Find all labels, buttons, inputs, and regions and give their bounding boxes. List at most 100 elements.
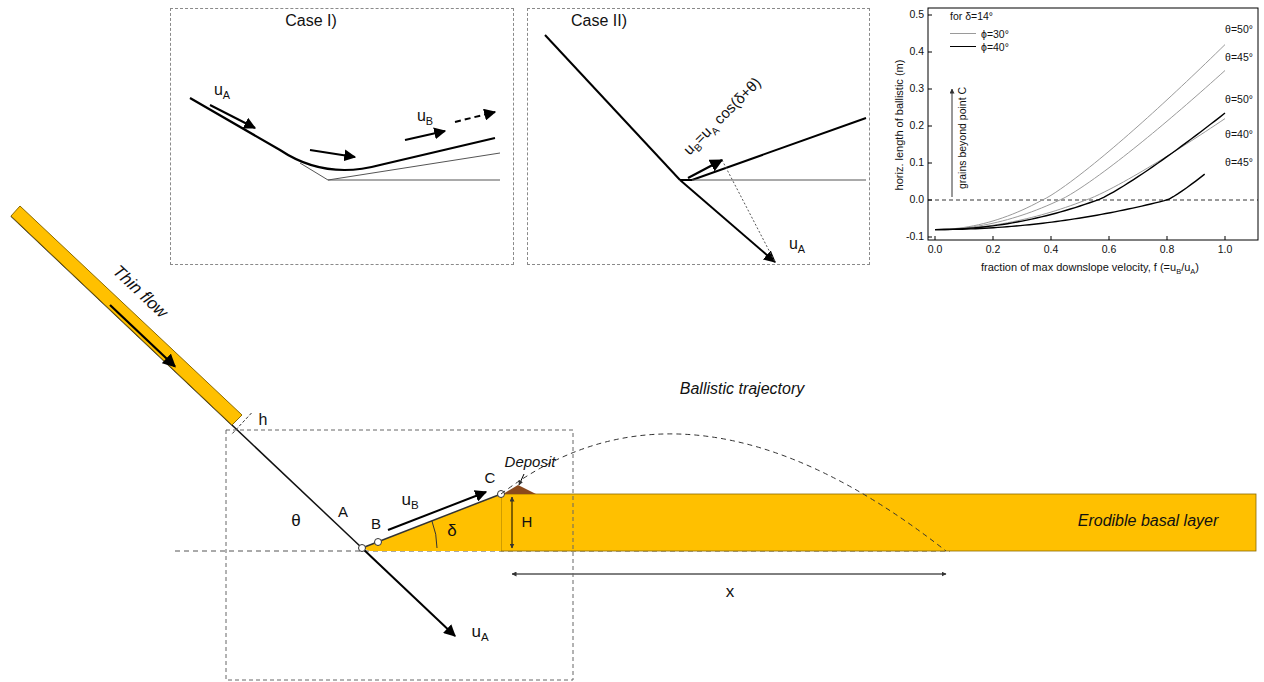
velocity-arrow bbox=[405, 131, 445, 140]
panel-title: Case I) bbox=[285, 12, 337, 30]
subscript: B bbox=[426, 115, 433, 127]
velocity-arrow bbox=[455, 112, 495, 122]
angle-label: θ bbox=[291, 512, 300, 530]
layer-label: Erodible basal layer bbox=[1078, 513, 1219, 530]
tick-label: 0.0 bbox=[909, 194, 924, 205]
data-curve bbox=[935, 45, 1225, 230]
zoom-box bbox=[226, 430, 573, 680]
tick-label: 0.6 bbox=[1102, 244, 1117, 255]
height-dimension bbox=[512, 497, 513, 548]
leader-line bbox=[519, 474, 524, 485]
axis-tick bbox=[928, 200, 932, 201]
axis-tick bbox=[928, 163, 932, 164]
axis-title: horiz. length of ballistic (m) bbox=[894, 60, 906, 191]
subscript: A bbox=[1190, 267, 1195, 276]
curve-label: θ=50° bbox=[1225, 95, 1253, 106]
tick-label: 0.3 bbox=[909, 83, 924, 94]
point-label: B bbox=[371, 516, 381, 532]
tick-label: 0.5 bbox=[909, 9, 924, 20]
data-curve bbox=[935, 113, 1225, 230]
legend-title: for δ=14° bbox=[950, 11, 993, 22]
thickness-marker bbox=[231, 413, 252, 435]
legend-item: ϕ=30° bbox=[950, 27, 1009, 40]
axis-tick bbox=[928, 89, 932, 90]
velocity-arrow bbox=[688, 160, 722, 178]
point-label: C bbox=[485, 470, 496, 486]
axis-tick bbox=[928, 126, 932, 127]
axis-tick bbox=[1109, 236, 1110, 240]
curve-label: θ=40° bbox=[1225, 130, 1253, 141]
velocity-formula: uB=uA cos(δ+θ) bbox=[680, 74, 763, 157]
chart-lines bbox=[928, 15, 1225, 240]
subscript: B bbox=[411, 499, 419, 511]
tick-label: 0.1 bbox=[909, 157, 924, 168]
legend-line-sample bbox=[950, 33, 976, 34]
tick-label: 0.8 bbox=[1160, 244, 1175, 255]
subscript: A bbox=[798, 243, 805, 255]
point-marker bbox=[359, 545, 366, 552]
axis-tick bbox=[1167, 236, 1168, 240]
axis-tick bbox=[1225, 236, 1226, 240]
legend-text: ϕ=40° bbox=[981, 41, 1009, 53]
velocity-label: uA bbox=[789, 236, 805, 253]
axis-tick bbox=[935, 236, 936, 240]
legend-line-sample bbox=[950, 46, 976, 47]
data-curve bbox=[935, 174, 1205, 230]
legend-text: ϕ=30° bbox=[981, 28, 1009, 40]
axis-tick bbox=[1051, 236, 1052, 240]
velocity-label: uA bbox=[214, 82, 230, 99]
velocity-label: uA bbox=[471, 623, 488, 641]
data-curve bbox=[935, 71, 1225, 230]
axis-tick bbox=[928, 15, 932, 16]
tick-label: 0.0 bbox=[928, 244, 943, 255]
legend-item: ϕ=40° bbox=[950, 40, 1009, 53]
distance-dimension bbox=[512, 574, 946, 575]
deposit-label: Deposit bbox=[505, 454, 556, 470]
velocity-arrow bbox=[680, 180, 775, 262]
axis-tick bbox=[928, 52, 932, 53]
velocity-arrow bbox=[210, 105, 255, 128]
annotation: grains beyond point C bbox=[957, 87, 968, 189]
curve-label: θ=50° bbox=[1225, 24, 1253, 35]
ramp-line bbox=[362, 494, 501, 548]
velocity-label: uB bbox=[401, 491, 418, 509]
point-marker bbox=[375, 539, 382, 546]
height-label: H bbox=[522, 514, 533, 530]
subscript: B bbox=[692, 141, 705, 154]
distance-label: x bbox=[726, 583, 735, 601]
datum-line bbox=[328, 180, 500, 181]
datum-line bbox=[692, 180, 866, 181]
deposit-heap bbox=[503, 485, 536, 494]
chart-legend: ϕ=30°ϕ=40° bbox=[950, 27, 1009, 53]
velocity-arrow bbox=[362, 548, 455, 636]
data-curve bbox=[935, 119, 1225, 230]
tick-label: 1.0 bbox=[1218, 244, 1233, 255]
indicator-arrow bbox=[952, 89, 953, 197]
angle-arc bbox=[432, 521, 437, 548]
flow-path bbox=[190, 98, 495, 170]
velocity-label: uB bbox=[417, 108, 433, 125]
tick-label: 0.4 bbox=[909, 46, 924, 57]
subscript: A bbox=[709, 125, 722, 138]
chart-frame bbox=[928, 8, 1258, 240]
tick-label: 0.4 bbox=[1044, 244, 1059, 255]
tick-label: 0.2 bbox=[986, 244, 1001, 255]
thickness-label: h bbox=[259, 412, 268, 429]
panel-title: Case II) bbox=[571, 12, 627, 30]
subscript: A bbox=[481, 631, 489, 643]
inset-panel: Case I) bbox=[170, 8, 514, 265]
axis-tick bbox=[928, 237, 932, 238]
axis-title: fraction of max downslope velocity, f (=… bbox=[981, 262, 1199, 274]
angle-label: δ bbox=[447, 522, 456, 540]
point-label: A bbox=[338, 504, 348, 520]
erodible-layer bbox=[501, 494, 1256, 551]
thin-flow-band bbox=[11, 206, 242, 425]
ballistic-trajectory bbox=[501, 434, 946, 551]
curve-label: θ=45° bbox=[1225, 157, 1253, 168]
tick-label: 0.2 bbox=[909, 120, 924, 131]
trajectory-label: Ballistic trajectory bbox=[680, 381, 804, 398]
tick-label: -0.1 bbox=[906, 231, 924, 242]
curve-label: θ=45° bbox=[1225, 52, 1253, 63]
